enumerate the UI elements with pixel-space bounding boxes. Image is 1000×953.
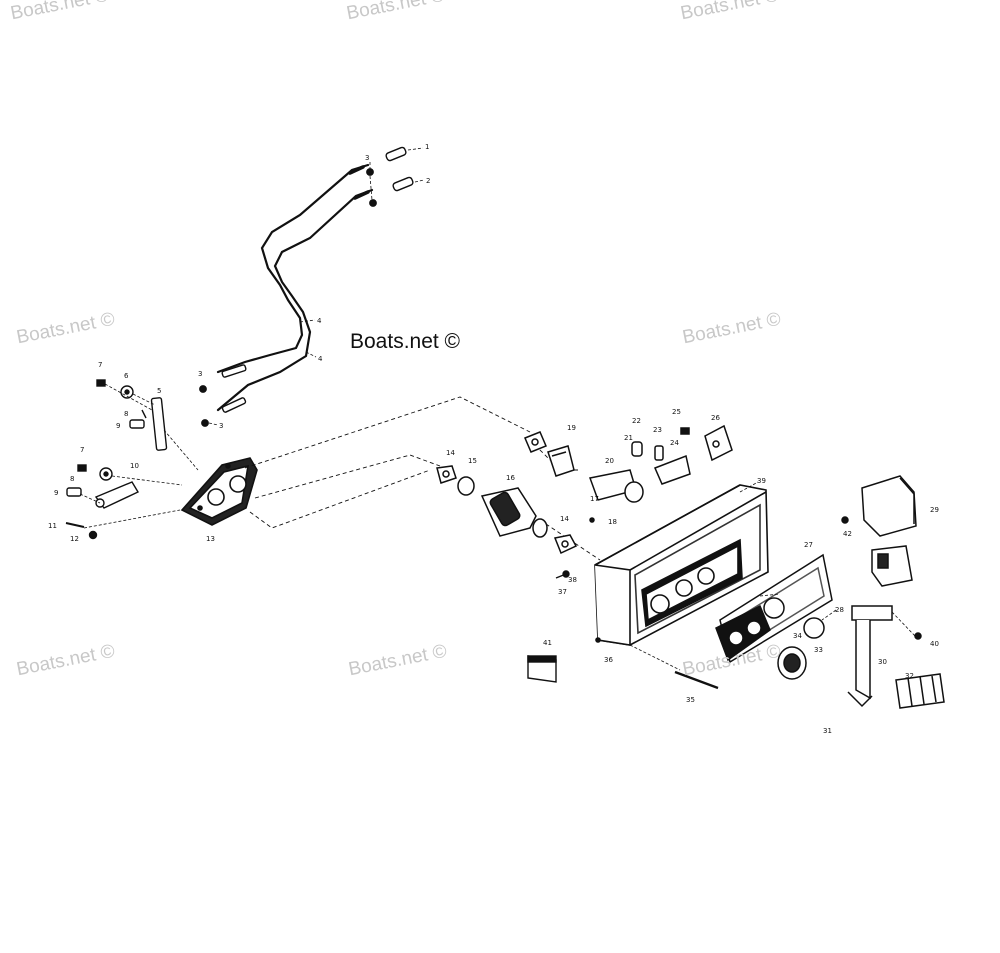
callout-26: 26: [711, 414, 720, 422]
callout-28: 28: [835, 606, 844, 614]
callout-33: 33: [814, 646, 823, 654]
callout-6: 6: [124, 372, 129, 380]
callout-27: 27: [804, 541, 813, 549]
callout-37: 37: [558, 588, 567, 596]
callout-4a: 4: [317, 317, 322, 325]
linkage-parts: [65, 379, 168, 540]
callout-4b: 4: [318, 355, 323, 363]
callout-29: 29: [930, 506, 939, 514]
callout-11: 11: [48, 522, 57, 530]
callout-3a: 3: [365, 154, 369, 162]
callout-31: 31: [823, 727, 832, 735]
shaft-parts: [436, 465, 595, 555]
callout-41: 41: [543, 639, 552, 647]
callout-23: 23: [653, 426, 662, 434]
misc-parts: [527, 570, 719, 690]
callout-39: 39: [757, 477, 766, 485]
callout-7b: 7: [80, 446, 84, 454]
callout-1: 1: [425, 143, 429, 151]
callout-9b: 9: [54, 489, 58, 497]
callout-32: 32: [905, 672, 914, 680]
callout-21: 21: [624, 434, 633, 442]
callout-30: 30: [878, 658, 887, 666]
watermark-center: Boats.net ©: [350, 330, 461, 353]
box-leaders: [629, 481, 916, 671]
faceplate: [715, 553, 833, 664]
callout-12: 12: [70, 535, 79, 543]
callout-13: 13: [206, 535, 215, 543]
handle-parts: [777, 475, 945, 709]
callout-25: 25: [672, 408, 681, 416]
callout-14b: 14: [560, 515, 569, 523]
callout-42: 42: [843, 530, 852, 538]
callout-16: 16: [506, 474, 515, 482]
cable-ends: [199, 146, 414, 427]
throttle-shift-cables: [216, 163, 374, 412]
callout-35: 35: [686, 696, 695, 704]
callout-24: 24: [670, 439, 679, 447]
control-box: [594, 484, 769, 646]
cover-plate: [180, 457, 258, 526]
callout-7a: 7: [98, 361, 102, 369]
callout-20: 20: [605, 457, 614, 465]
callout-40: 40: [930, 640, 939, 648]
callout-19: 19: [567, 424, 576, 432]
callout-labels: 1 2 3 3 3 4 4 5 6 7 7 8 8 9 9 10 11 12 1…: [48, 143, 939, 735]
callout-9a: 9: [116, 422, 120, 430]
callout-36: 36: [604, 656, 613, 664]
callout-2: 2: [426, 177, 430, 185]
callout-22: 22: [632, 417, 641, 425]
routing-path: [244, 396, 601, 561]
upper-parts: [524, 424, 733, 503]
callout-10: 10: [130, 462, 139, 470]
callout-34: 34: [793, 632, 802, 640]
callout-3b: 3: [198, 370, 202, 378]
callout-18: 18: [608, 518, 617, 526]
callout-15: 15: [468, 457, 477, 465]
callout-5: 5: [157, 387, 161, 395]
linkage-leaders: [79, 383, 199, 529]
callout-8b: 8: [70, 475, 74, 483]
callout-14a: 14: [446, 449, 455, 457]
callout-8a: 8: [124, 410, 128, 418]
callout-38: 38: [568, 576, 577, 584]
callout-17: 17: [590, 495, 599, 503]
leader-lines: [208, 147, 425, 426]
callout-3c: 3: [219, 422, 223, 430]
